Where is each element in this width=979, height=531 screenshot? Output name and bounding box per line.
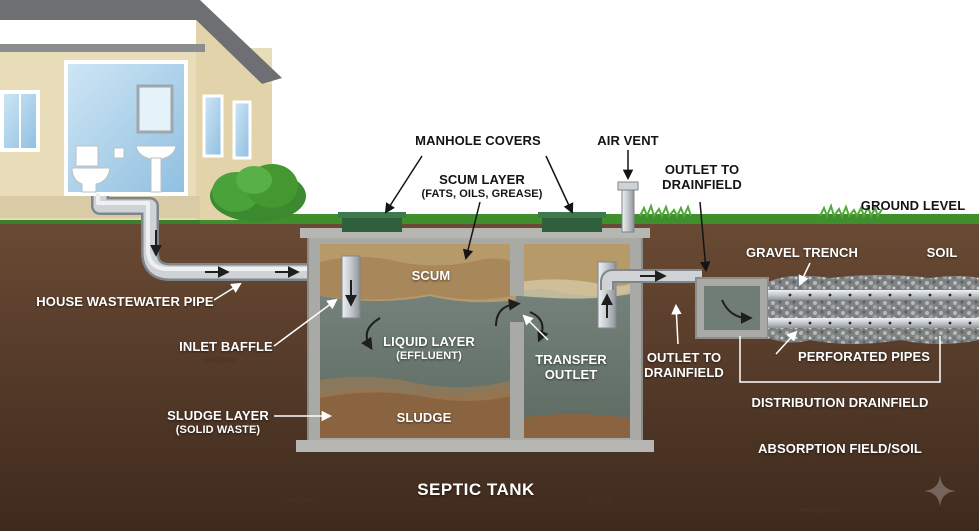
label-ground-level: GROUND LEVEL <box>860 198 966 213</box>
label-soil: SOIL <box>926 245 958 260</box>
air-vent <box>617 181 639 233</box>
label-air-vent: AIR VENT <box>597 133 659 148</box>
label-inlet-baffle: INLET BAFFLE <box>179 339 273 354</box>
label-outlet-to-drainfield-top: OUTLET TO DRAINFIELD <box>662 162 742 192</box>
label-scum: SCUM <box>411 268 451 283</box>
label-gravel-trench: GRAVEL TRENCH <box>745 245 859 260</box>
house <box>0 0 282 220</box>
label-scum-layer: SCUM LAYER <box>439 172 525 187</box>
soil-texture <box>46 297 898 513</box>
sparkle-icon <box>924 475 956 507</box>
label-manhole-covers: MANHOLE COVERS <box>415 133 541 148</box>
label-liquid-layer-sub: (EFFLUENT) <box>396 350 462 362</box>
bush <box>210 164 306 222</box>
gravel-trench <box>768 275 979 344</box>
label-transfer-outlet: TRANSFER OUTLET <box>535 352 607 382</box>
septic-tank <box>296 212 654 452</box>
outlet-pipe <box>600 269 702 290</box>
distribution-box <box>695 277 769 339</box>
house-wastewater-pipe <box>91 193 350 281</box>
label-sludge-layer-sub: (SOLID WASTE) <box>175 424 261 436</box>
label-distribution-drainfield: DISTRIBUTION DRAINFIELD <box>751 395 929 410</box>
label-perforated-pipes: PERFORATED PIPES <box>797 349 931 364</box>
callout-lines <box>213 150 941 422</box>
label-outlet-to-drainfield-bottom: OUTLET TO DRAINFIELD <box>644 350 724 380</box>
label-liquid-layer: LIQUID LAYER <box>383 334 475 349</box>
label-sludge: SLUDGE <box>396 410 452 425</box>
label-sludge-layer: SLUDGE LAYER <box>167 408 269 423</box>
label-absorption-field: ABSORPTION FIELD/SOIL <box>758 441 922 456</box>
label-house-wastewater-pipe: HOUSE WASTEWATER PIPE <box>36 294 214 309</box>
label-scum-layer-sub: (FATS, OILS, GREASE) <box>421 188 543 200</box>
label-septic-tank: SEPTIC TANK <box>417 480 535 499</box>
